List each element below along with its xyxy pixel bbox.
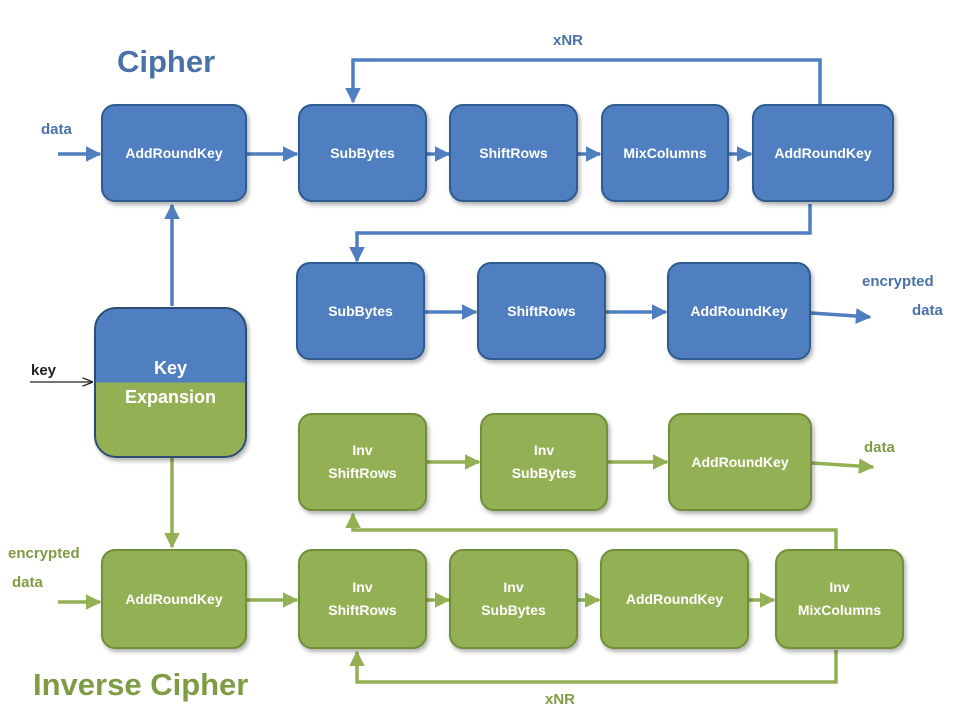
box-add-round-key-final: AddRoundKey bbox=[667, 262, 811, 360]
box-sub-bytes-final: SubBytes bbox=[296, 262, 425, 360]
label-key: key bbox=[31, 362, 57, 379]
box-text: AddRoundKey bbox=[691, 453, 789, 470]
box-key-expansion: Key Expansion bbox=[94, 307, 247, 458]
box-text: AddRoundKey bbox=[125, 144, 223, 161]
box-text: Inv bbox=[352, 579, 373, 595]
label-encrypted-out-line1: encrypted bbox=[862, 273, 934, 290]
box-add-round-key-loop: AddRoundKey bbox=[752, 104, 894, 202]
arrow-to-final-round bbox=[349, 204, 812, 263]
box-inv-sub-bytes-final: Inv SubBytes bbox=[480, 413, 608, 511]
box-text: SubBytes bbox=[328, 302, 393, 319]
box-text: Expansion bbox=[124, 386, 217, 407]
arrow-inv-round-loop bbox=[349, 650, 838, 684]
box-text: ShiftRows bbox=[507, 302, 576, 319]
box-text: ShiftRows bbox=[328, 465, 397, 481]
box-text: SubBytes bbox=[511, 465, 577, 481]
box-inv-add-round-key-start: AddRoundKey bbox=[101, 549, 247, 649]
box-inv-mix-columns: Inv MixColumns bbox=[775, 549, 904, 649]
box-text: SubBytes bbox=[330, 144, 395, 161]
box-shift-rows: ShiftRows bbox=[449, 104, 578, 202]
box-text: MixColumns bbox=[797, 602, 882, 618]
arrow-data-out bbox=[811, 458, 875, 474]
box-inv-sub-bytes: Inv SubBytes bbox=[449, 549, 578, 649]
box-text: ShiftRows bbox=[328, 602, 397, 618]
label-encrypted-out-line2: data bbox=[912, 302, 943, 319]
cipher-title: Cipher bbox=[117, 44, 216, 79]
box-inv-add-round-key-final: AddRoundKey bbox=[668, 413, 812, 511]
box-text: AddRoundKey bbox=[125, 590, 223, 607]
box-text: Inv bbox=[503, 579, 524, 595]
label-data-in: data bbox=[41, 121, 72, 138]
box-text: AddRoundKey bbox=[625, 590, 724, 607]
box-text: Inv bbox=[352, 442, 373, 458]
label-encrypted-in-line1: encrypted bbox=[8, 545, 80, 562]
box-text: AddRoundKey bbox=[690, 302, 788, 319]
box-text: MixColumns bbox=[623, 144, 707, 161]
box-shift-rows-final: ShiftRows bbox=[477, 262, 606, 360]
arrow-to-inv-final-round bbox=[345, 512, 838, 549]
label-data-out: data bbox=[864, 439, 895, 456]
box-text: ShiftRows bbox=[479, 144, 548, 161]
box-add-round-key-start: AddRoundKey bbox=[101, 104, 247, 202]
arrow-encrypted-data-out bbox=[810, 308, 872, 324]
label-xnr-top: xNR bbox=[553, 32, 584, 49]
box-text: Inv bbox=[829, 579, 850, 595]
box-mix-columns: MixColumns bbox=[601, 104, 729, 202]
box-text: Key bbox=[153, 357, 188, 378]
label-xnr-bottom: xNR bbox=[545, 691, 576, 708]
label-encrypted-in-line2: data bbox=[12, 574, 43, 591]
box-sub-bytes: SubBytes bbox=[298, 104, 427, 202]
box-text: Inv bbox=[533, 442, 555, 458]
box-text: SubBytes bbox=[481, 602, 546, 618]
box-text: AddRoundKey bbox=[774, 144, 872, 161]
box-inv-shift-rows: Inv ShiftRows bbox=[298, 549, 427, 649]
arrow-round-loop bbox=[345, 58, 822, 104]
inverse-cipher-title: Inverse Cipher bbox=[33, 667, 249, 702]
box-inv-add-round-key-loop: AddRoundKey bbox=[600, 549, 749, 649]
box-inv-shift-rows-final: Inv ShiftRows bbox=[298, 413, 427, 511]
